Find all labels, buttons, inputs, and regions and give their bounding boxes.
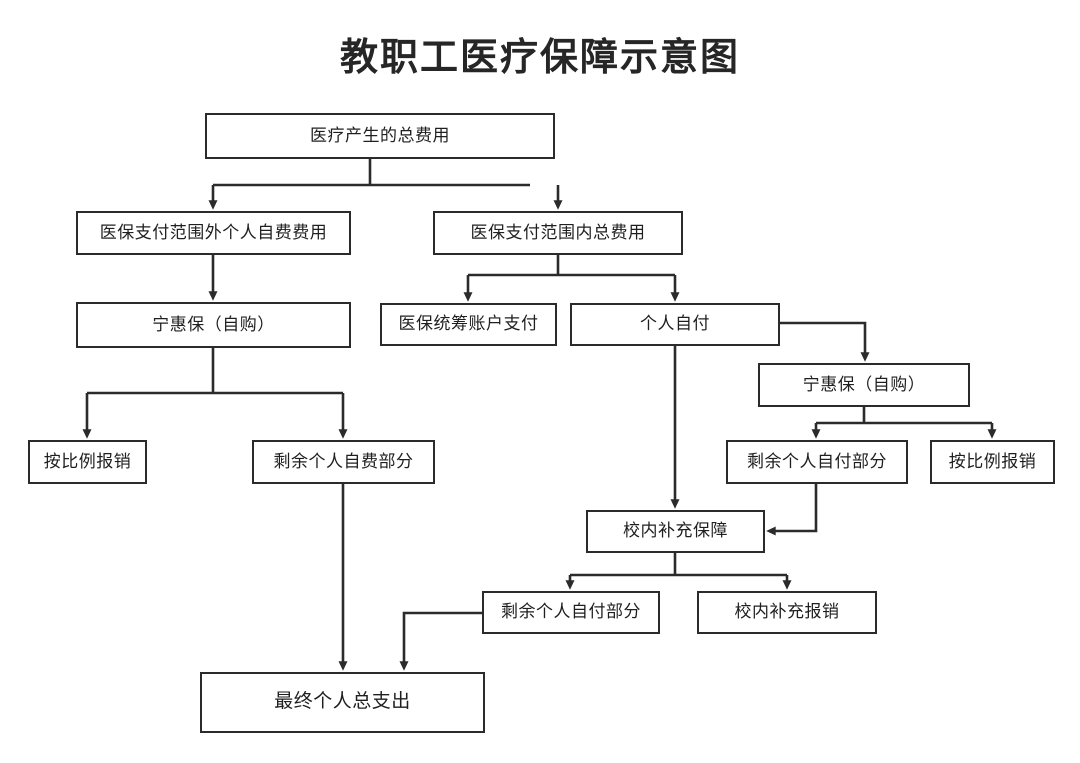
node-label: 最终个人总支出 — [274, 691, 411, 713]
node-remaining-personal-payment-upper[interactable]: 剩余个人自付部分 — [726, 440, 908, 484]
node-label: 宁惠保（自购） — [152, 314, 275, 334]
node-remaining-self-pay-expense[interactable]: 剩余个人自费部分 — [252, 440, 435, 484]
node-pooled-account-payment[interactable]: 医保统筹账户支付 — [380, 303, 557, 346]
node-label: 按比例报销 — [43, 451, 132, 471]
node-label: 校内补充保障 — [623, 521, 728, 541]
node-label: 医疗产生的总费用 — [310, 125, 450, 145]
node-proportional-reimbursement-left[interactable]: 按比例报销 — [28, 440, 147, 484]
node-ninghuibao-right[interactable]: 宁惠保（自购） — [758, 363, 970, 407]
node-personal-payment[interactable]: 个人自付 — [570, 303, 780, 346]
node-label: 医保支付范围外个人自费费用 — [99, 222, 328, 242]
node-label: 医保统筹账户支付 — [398, 314, 539, 334]
edge-n10-n12 — [766, 484, 818, 536]
node-final-personal-total-expense[interactable]: 最终个人总支出 — [200, 672, 485, 733]
node-label: 医保支付范围内总费用 — [470, 222, 646, 242]
node-label: 个人自付 — [640, 314, 710, 334]
node-label: 校内补充报销 — [734, 602, 840, 622]
node-label: 宁惠保（自购） — [802, 374, 926, 394]
node-total-medical-cost[interactable]: 医疗产生的总费用 — [205, 113, 555, 159]
node-remaining-personal-payment-lower[interactable]: 剩余个人自付部分 — [482, 591, 660, 634]
edge-n6-n7 — [780, 321, 870, 362]
node-proportional-reimbursement-right[interactable]: 按比例报销 — [930, 440, 1055, 484]
node-out-of-coverage-self-pay[interactable]: 医保支付范围外个人自费费用 — [76, 211, 351, 255]
node-label: 按比例报销 — [948, 451, 1037, 471]
node-campus-supplementary-reimbursement[interactable]: 校内补充报销 — [697, 591, 877, 634]
node-label: 剩余个人自付部分 — [747, 451, 887, 471]
node-label: 剩余个人自付部分 — [501, 602, 641, 622]
node-campus-supplementary-coverage[interactable]: 校内补充保障 — [586, 510, 765, 553]
node-in-coverage-total[interactable]: 医保支付范围内总费用 — [433, 211, 683, 255]
node-label: 剩余个人自费部分 — [273, 451, 414, 471]
edge-n13-n15 — [399, 611, 482, 671]
node-ninghuibao-left[interactable]: 宁惠保（自购） — [76, 302, 351, 348]
page-title: 教职工医疗保障示意图 — [339, 35, 740, 79]
